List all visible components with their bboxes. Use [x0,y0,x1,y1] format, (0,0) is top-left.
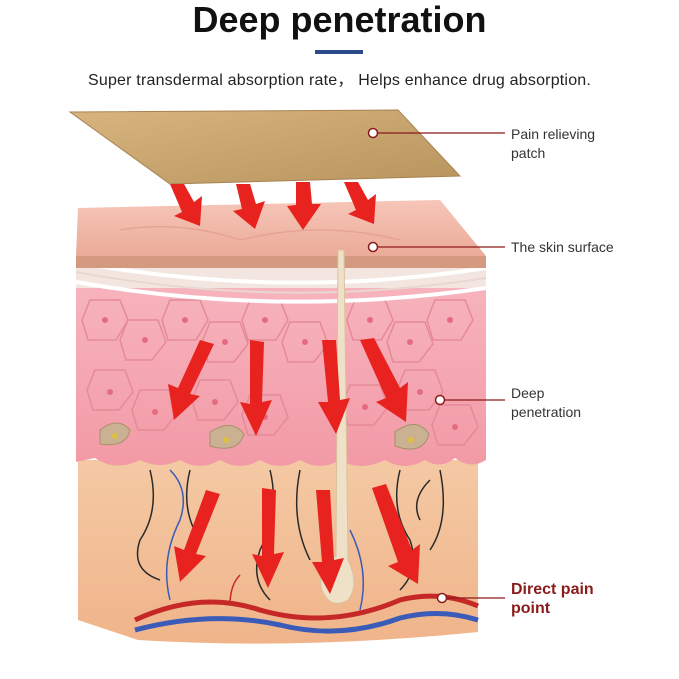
label-pain-point: Direct pain point [511,581,594,617]
label-pointers [373,132,505,599]
skin-surface-pointer-dot [367,241,379,253]
pain-relieving-patch [68,109,462,185]
label-skin-surface: The skin surface [511,239,614,255]
pain-point-pointer-dot [436,592,448,604]
page-subtitle: Super transdermal absorption rate， Helps… [87,72,592,89]
patch-pointer-dot [367,127,379,139]
dermis-layer [78,460,478,644]
blood-vessels [133,469,479,634]
epidermis-cell-layer [76,288,486,466]
label-patch: Pain relieving patch [511,126,596,161]
skin-surface [76,200,486,268]
title-underline [315,50,363,54]
melanocyte-cells [99,422,430,450]
deep-penetration-pointer-dot [434,394,446,406]
page-title: Deep penetration [192,0,487,40]
penetration-arrows [168,182,420,594]
label-deep-penetration: Deep penetration [511,385,582,420]
